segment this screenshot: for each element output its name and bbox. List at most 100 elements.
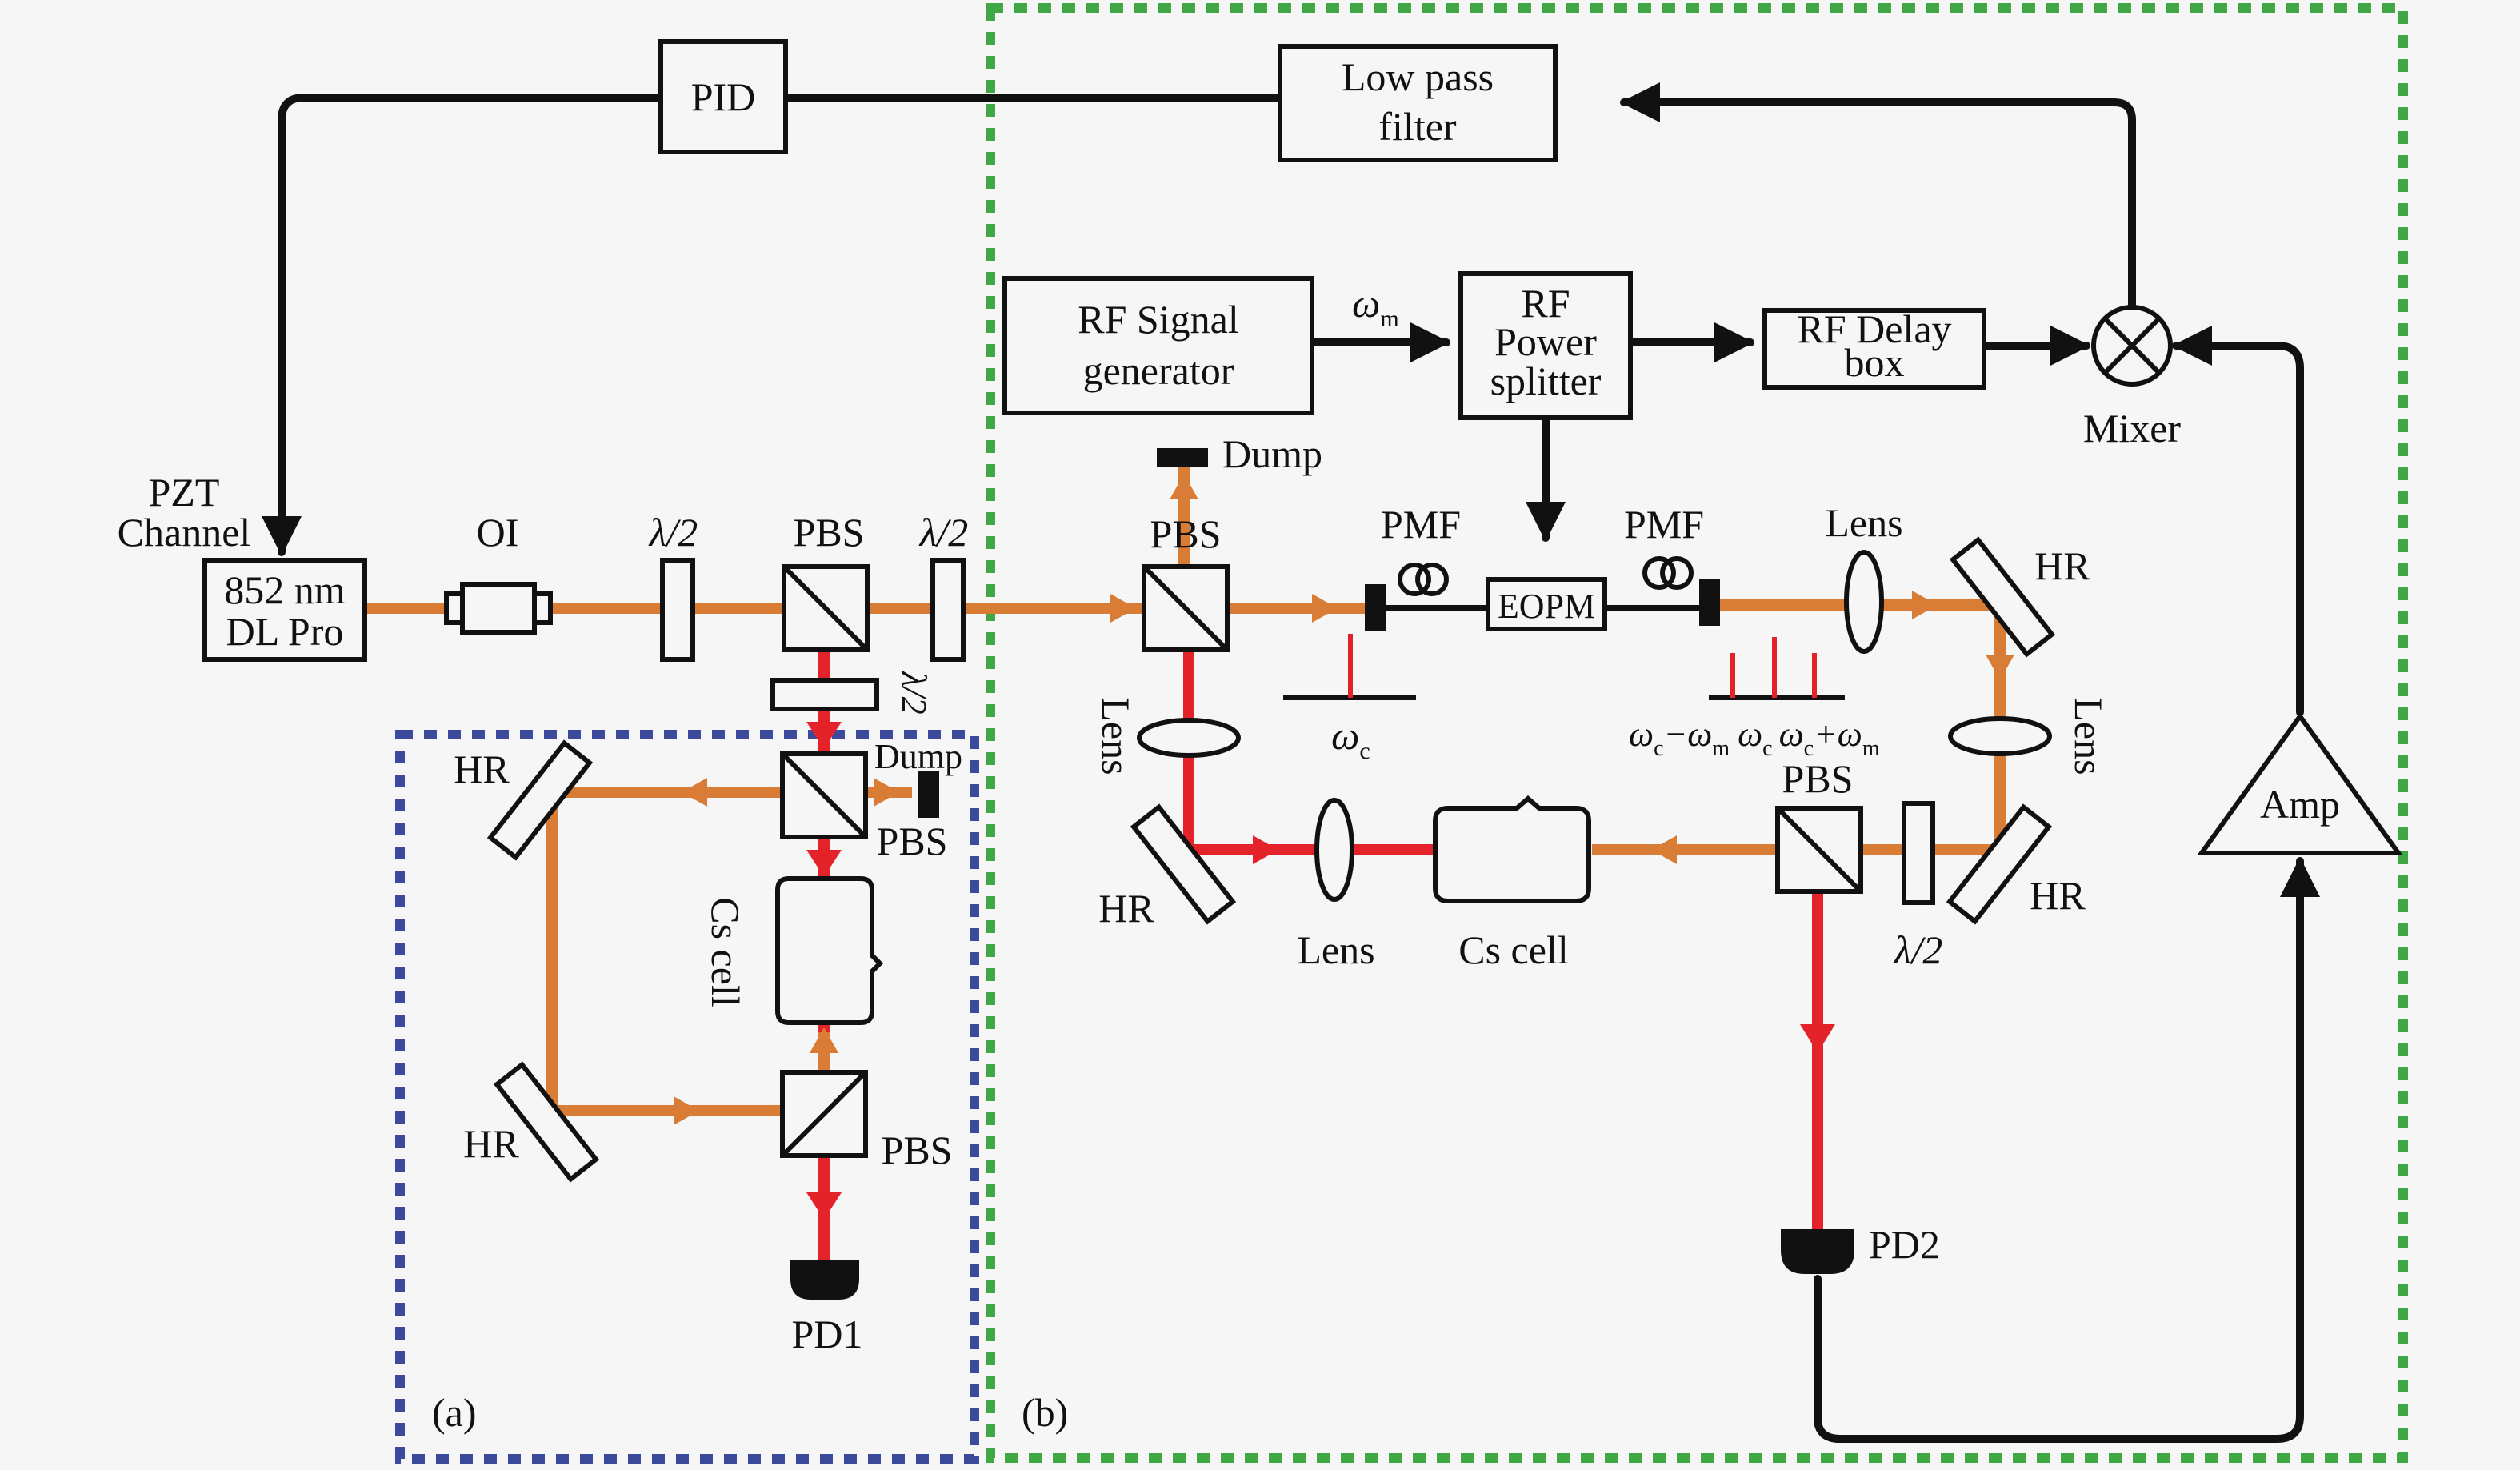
feedback-wire-mixer-to-filter bbox=[1620, 82, 2136, 312]
svg-text:splitter: splitter bbox=[1490, 358, 1602, 403]
lens-b-top bbox=[1844, 550, 1884, 654]
lens-b-left-vertical bbox=[1137, 718, 1241, 758]
svg-text:box: box bbox=[1845, 340, 1905, 385]
lens-label: Lens bbox=[1094, 697, 1138, 775]
optical-isolator bbox=[444, 582, 553, 635]
beam-arrow bbox=[1170, 474, 1198, 499]
svg-text:filter: filter bbox=[1378, 104, 1457, 149]
hr-label: HR bbox=[1098, 886, 1154, 931]
carrier-spectrum-inset bbox=[1283, 634, 1416, 700]
half-wave-plate bbox=[660, 558, 695, 662]
region-b-border bbox=[986, 3, 2408, 1463]
hr-mirror-a-top bbox=[486, 739, 594, 861]
cs-vapor-cell-a bbox=[775, 876, 884, 1025]
pbs-label: PBS bbox=[882, 1128, 953, 1172]
beam-arrow bbox=[1800, 1024, 1835, 1053]
hr-label: HR bbox=[2030, 873, 2086, 918]
half-wave-label: λ/2 bbox=[918, 510, 969, 555]
beam-arrow bbox=[1110, 594, 1136, 623]
amplifier-triangle: Amp bbox=[2197, 711, 2403, 855]
hr-label: HR bbox=[2034, 543, 2090, 588]
svg-text:EOPM: EOPM bbox=[1498, 587, 1595, 626]
beam-dump-b bbox=[1157, 448, 1208, 467]
pbs-cube-a-bottom bbox=[780, 1070, 868, 1158]
pid-box: PID bbox=[658, 39, 788, 154]
mixer-label: Mixer bbox=[2083, 406, 2182, 451]
svg-text:Low pass: Low pass bbox=[1342, 54, 1494, 99]
hr-label: HR bbox=[463, 1121, 519, 1166]
pbs-label: PBS bbox=[1782, 756, 1854, 801]
svg-text:Amp: Amp bbox=[2260, 782, 2340, 827]
pbs-cube-b-top bbox=[1142, 564, 1230, 652]
hr-mirror-b-bottom-left bbox=[1130, 803, 1237, 925]
beam-arrow bbox=[810, 1027, 838, 1053]
beam-arrow bbox=[1312, 594, 1338, 623]
pbs-cube-a-top bbox=[780, 751, 868, 839]
sideband-spectrum-inset bbox=[1709, 637, 1845, 700]
pd1-label: PD1 bbox=[792, 1312, 863, 1356]
rf-power-splitter-box: RF Power splitter bbox=[1458, 271, 1633, 420]
dump-label-a: Dump bbox=[874, 737, 962, 776]
svg-text:DL Pro: DL Pro bbox=[226, 609, 344, 654]
region-b-label: (b) bbox=[1022, 1390, 1068, 1435]
pbs-label: PBS bbox=[1150, 511, 1222, 556]
beam-arrow bbox=[874, 778, 899, 807]
region-a-border bbox=[395, 730, 979, 1464]
beam-arrow bbox=[1253, 835, 1278, 864]
svg-text:RF Signal: RF Signal bbox=[1078, 297, 1238, 342]
wire-amp-to-mixer bbox=[2172, 326, 2304, 716]
cs-vapor-cell-b bbox=[1433, 795, 1591, 903]
oi-label: OI bbox=[477, 510, 519, 555]
fiber-coupler-in bbox=[1365, 584, 1386, 631]
lens-label: Lens bbox=[1825, 500, 1902, 545]
svg-text:Power: Power bbox=[1494, 319, 1597, 364]
pbs-label: PBS bbox=[794, 510, 865, 555]
svg-text:PID: PID bbox=[691, 74, 756, 119]
carrier-label: ωc bbox=[1331, 713, 1370, 764]
fiber-loop-pmf-1 bbox=[1398, 563, 1449, 596]
beam-arrow bbox=[682, 778, 707, 807]
svg-text:RF Delay: RF Delay bbox=[1797, 306, 1951, 351]
beam-arrow bbox=[674, 1096, 699, 1125]
wire-pd2-to-amp bbox=[1814, 857, 2320, 1443]
laser-dl-pro-box: 852 nm DL Pro bbox=[202, 558, 367, 662]
beam-arrow bbox=[806, 722, 842, 749]
lens-label: Lens bbox=[2066, 697, 2111, 775]
hr-mirror-a-bottom bbox=[493, 1061, 600, 1183]
half-wave-plate-a bbox=[770, 678, 879, 711]
fiber-loop-pmf-2 bbox=[1642, 556, 1694, 590]
hr-label: HR bbox=[454, 747, 510, 791]
region-a-label: (a) bbox=[432, 1390, 477, 1435]
low-pass-filter-box: Low pass filter bbox=[1278, 44, 1558, 162]
pbs-cube-b-bottom bbox=[1775, 806, 1863, 894]
pbs-label: PBS bbox=[877, 819, 948, 863]
beam-arrow bbox=[1912, 591, 1938, 619]
half-wave-label: λ/2 bbox=[1893, 927, 1943, 972]
svg-text:RF: RF bbox=[1521, 281, 1570, 326]
svg-text:852 nm: 852 nm bbox=[224, 567, 346, 612]
cs-cell-label-b: Cs cell bbox=[1458, 927, 1568, 972]
hr-mirror-b-bottom-right bbox=[1946, 803, 2053, 925]
half-wave-plate bbox=[930, 558, 966, 662]
rf-signal-generator-box: RF Signal generator bbox=[1002, 276, 1314, 415]
eopm-box: EOPM bbox=[1486, 577, 1607, 631]
beam-arrow bbox=[1651, 835, 1677, 864]
feedback-wire-pid-to-laser bbox=[262, 94, 665, 556]
fiber-coupler-out bbox=[1699, 579, 1720, 626]
svg-text:generator: generator bbox=[1083, 348, 1234, 393]
lens-label: Lens bbox=[1297, 927, 1374, 972]
half-wave-label-a: λ/2 bbox=[894, 670, 934, 714]
half-wave-plate-b bbox=[1902, 801, 1935, 905]
photodiode-pd1 bbox=[790, 1260, 859, 1300]
photodiode-pd2 bbox=[1781, 1229, 1854, 1274]
pzt-label: Channel bbox=[118, 510, 251, 555]
dump-label-b: Dump bbox=[1222, 431, 1322, 476]
pbs-cube bbox=[782, 564, 870, 652]
beam-arrow bbox=[806, 850, 842, 877]
half-wave-label: λ/2 bbox=[648, 510, 698, 555]
pzt-label: PZT bbox=[149, 470, 220, 515]
pmf-label: PMF bbox=[1624, 502, 1704, 547]
rf-delay-box: RF Delay box bbox=[1762, 306, 1986, 390]
omega-m-label: ωm bbox=[1352, 281, 1399, 332]
